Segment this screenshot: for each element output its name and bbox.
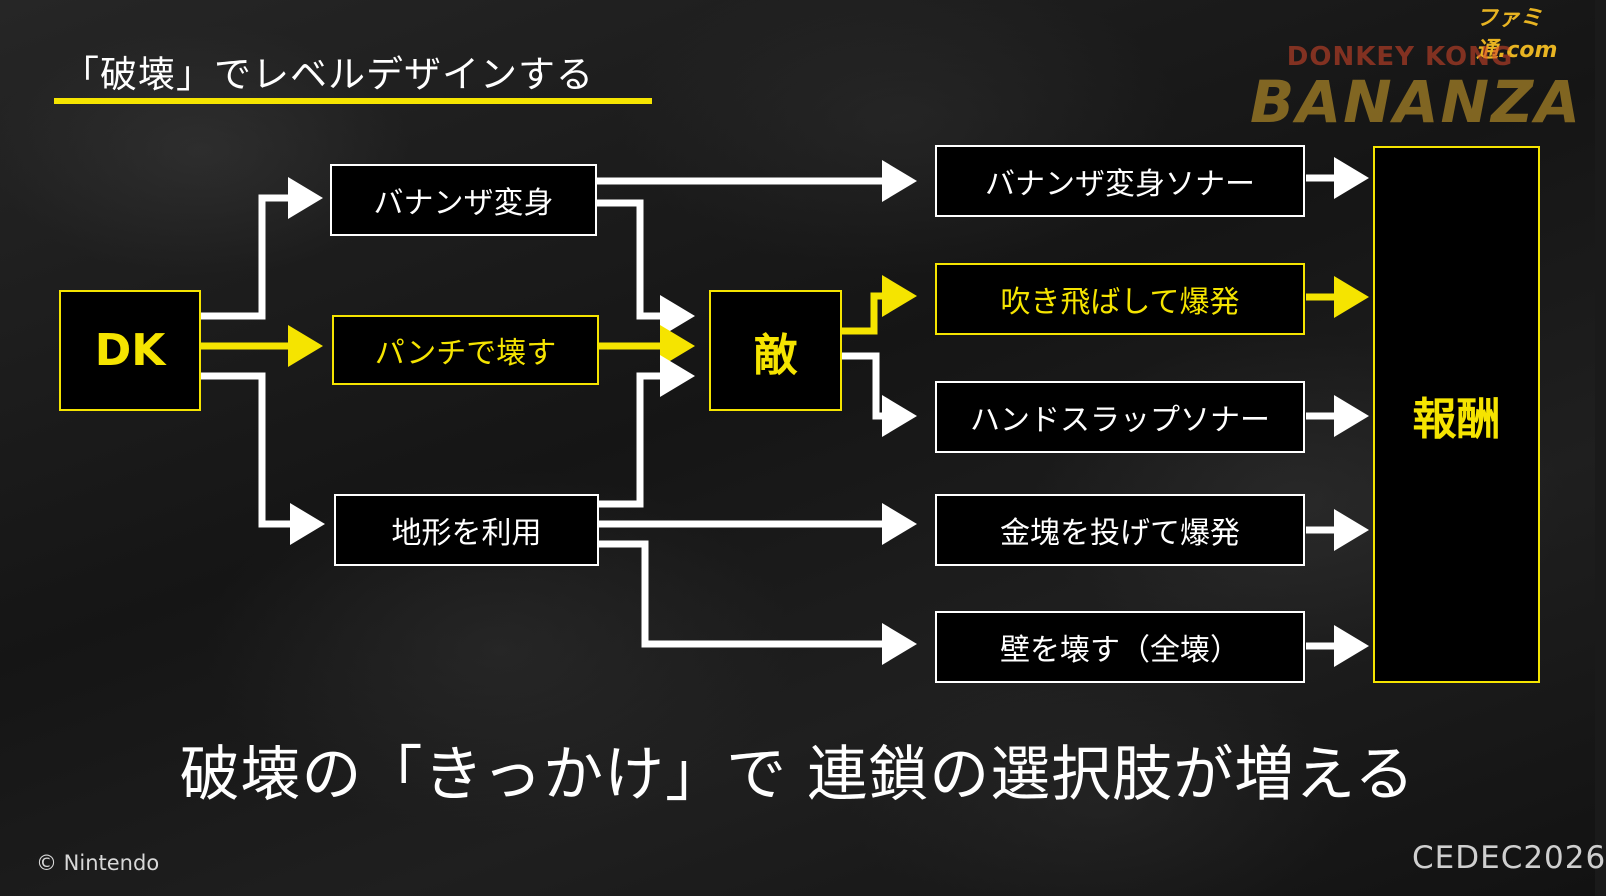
node-use-terrain: 地形を利用 xyxy=(334,494,599,566)
node-punch-break: パンチで壊す xyxy=(332,315,599,385)
node-blow-away-explode: 吹き飛ばして爆発 xyxy=(935,263,1305,335)
node-bananza-sonar: バナンザ変身ソナー xyxy=(935,145,1305,217)
slide-title: 「破壊」でレベルデザインする xyxy=(62,53,594,96)
connector-terrain-enemy xyxy=(592,355,695,508)
famitsu-logo: ファミ通.com xyxy=(1476,6,1558,63)
title-underline xyxy=(54,98,652,104)
cedec-logo: CEDEC2026 xyxy=(1412,840,1606,876)
game-logo-line2: BANANZA xyxy=(1250,68,1583,136)
node-wall-break: 壁を壊す（全壊） xyxy=(935,611,1305,683)
node-gold-throw-explode: 金塊を投げて爆発 xyxy=(935,494,1305,566)
connector-bananza-enemy xyxy=(588,199,695,337)
node-reward: 報酬 xyxy=(1373,146,1540,683)
node-dk: DK xyxy=(59,290,201,411)
connector-dk-bananza xyxy=(200,177,323,320)
game-logo-line1: DONKEY KONG xyxy=(1286,42,1514,72)
node-bananza-transform: バナンザ変身 xyxy=(330,164,597,236)
connector-enemy-blow xyxy=(830,275,917,335)
copyright-notice: © Nintendo xyxy=(36,851,160,875)
node-hand-slap-sonar: ハンドスラップソナー xyxy=(935,381,1305,453)
donkey-kong-bananza-logo: DONKEY KONG BANANZA xyxy=(1250,42,1583,142)
slide-subtitle: 破壊の「きっかけ」で 連鎖の選択肢が増える xyxy=(179,740,1416,810)
connector-dk-terrain xyxy=(200,372,325,545)
node-enemy: 敵 xyxy=(709,290,842,411)
connector-terrain-wall xyxy=(592,540,917,665)
connector-enemy-handslap xyxy=(830,352,917,437)
